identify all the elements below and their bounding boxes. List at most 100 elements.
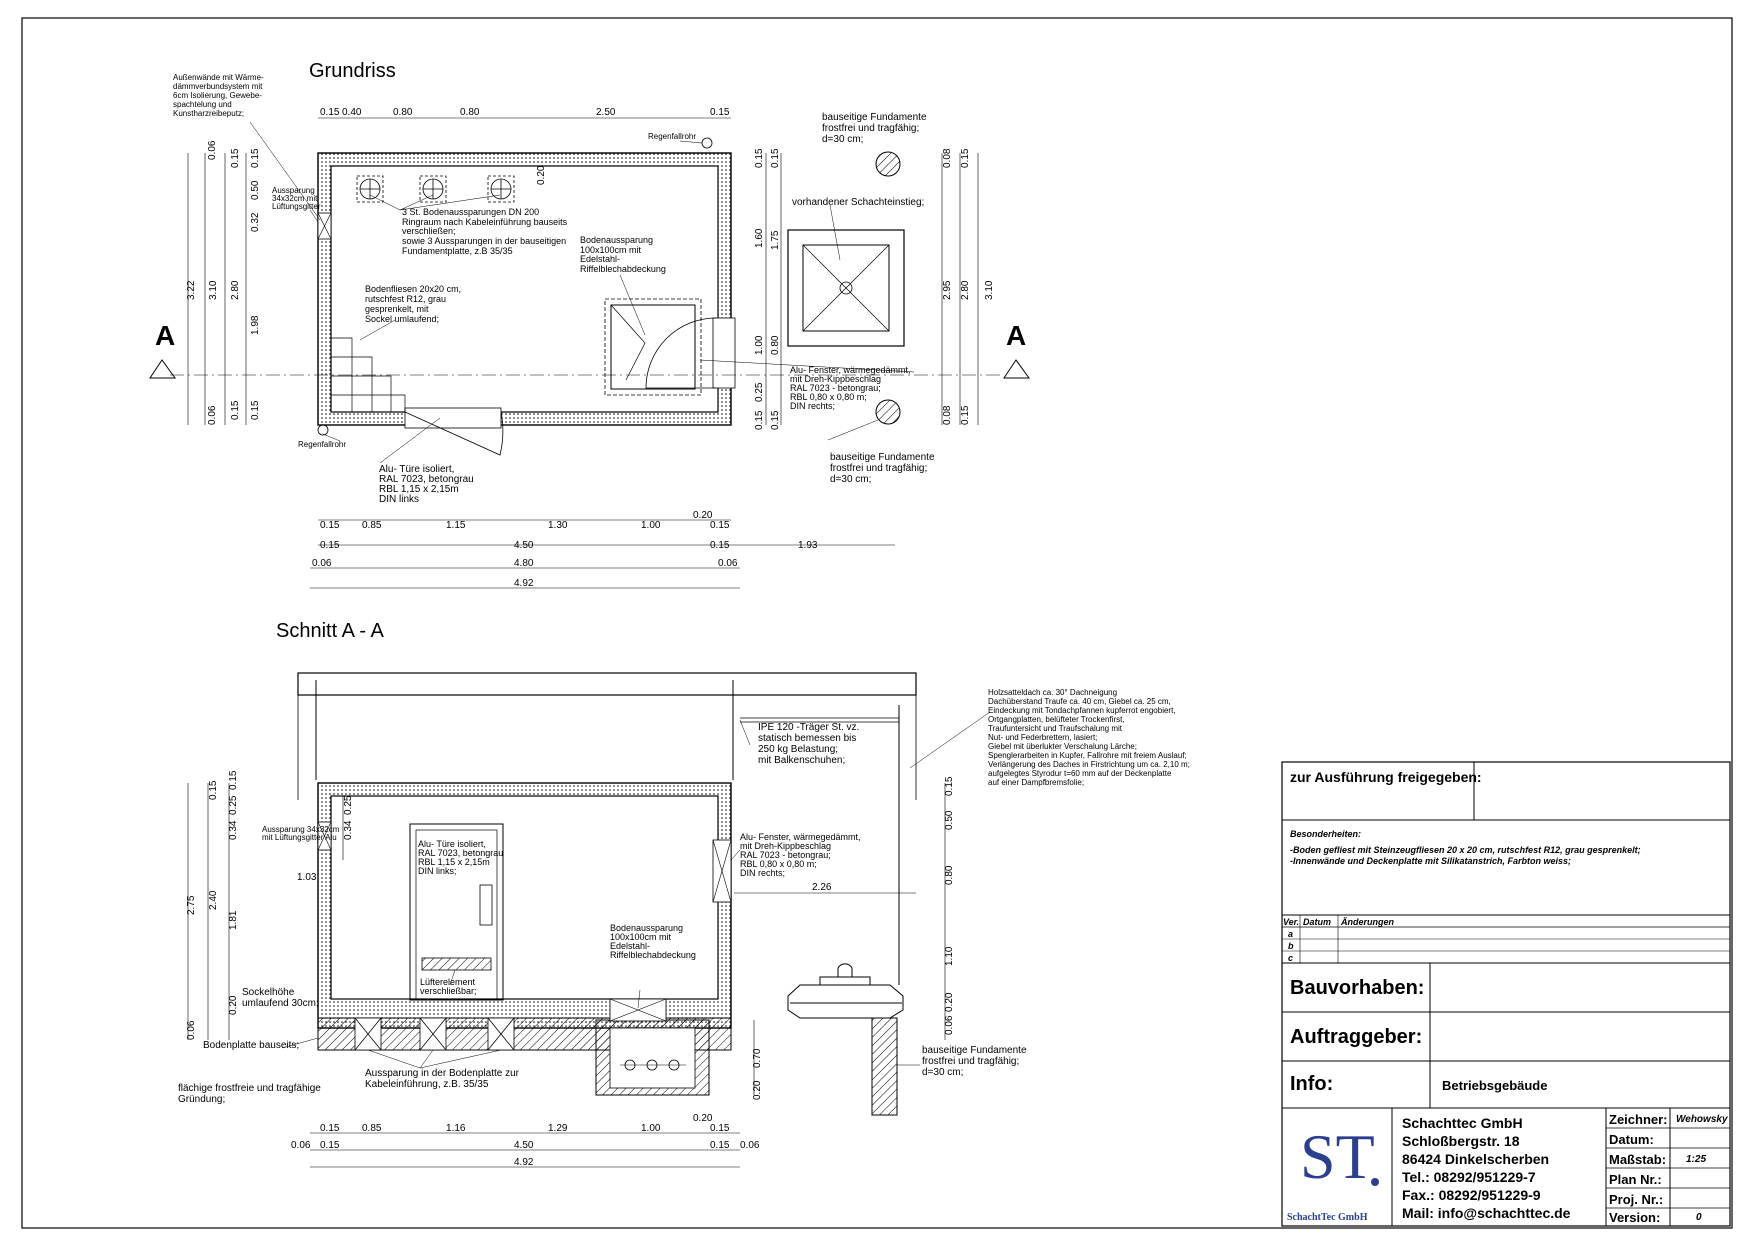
section-dim-l3-2: 0.25 bbox=[343, 795, 354, 815]
svg-text:frostfrei und tragfähig;: frostfrei und tragfähig; bbox=[830, 463, 927, 474]
svg-text:auf einer Dampfbremsfolie;: auf einer Dampfbremsfolie; bbox=[988, 778, 1084, 787]
section-dim-l2-2: 0.25 bbox=[228, 795, 239, 815]
section-marker-right: A bbox=[1006, 320, 1026, 351]
plan-dim-ri-1: 0.15 bbox=[754, 148, 765, 168]
section-dim-l1-1: 0.15 bbox=[228, 770, 239, 790]
plan-dim-ro2-1: 0.15 bbox=[960, 148, 971, 168]
section-note-door: Alu- Türe isoliert, RAL 7023, betongrau … bbox=[418, 839, 503, 876]
section-note-slab-openings: Aussparung in der Bodenplatte zur Kabele… bbox=[365, 1068, 520, 1090]
plan-inner-room bbox=[330, 165, 719, 413]
plan-dim-ro1-2: 2.95 bbox=[942, 280, 953, 300]
plan-note-floor-openings: 3 St. Bodenaussparungen DN 200 Ringraum … bbox=[402, 207, 568, 256]
sheet-border bbox=[21, 17, 1733, 1229]
svg-text:Verlängerung des Daches in Fir: Verlängerung des Daches in Firstrichtung… bbox=[988, 760, 1190, 769]
svg-text:gesprenkelt, mit: gesprenkelt, mit bbox=[365, 304, 429, 314]
svg-text:Kabeleinführung, z.B. 35/35: Kabeleinführung, z.B. 35/35 bbox=[365, 1079, 489, 1090]
plan-dim-top-5: 2.50 bbox=[596, 107, 616, 118]
plan-note-recess: Aussparung 34x32cm mit Lüftungsgitter bbox=[272, 186, 321, 211]
svg-text:Giebel mit überlukter Verschal: Giebel mit überlukter Verschalung Lärche… bbox=[988, 742, 1137, 751]
special-line-2: -Innenwände und Deckenplatte mit Silikat… bbox=[1290, 856, 1571, 866]
svg-text:Gründung;: Gründung; bbox=[178, 1094, 225, 1105]
info-label: Info: bbox=[1290, 1073, 1333, 1095]
svg-text:Dachüberstand Traufe ca. 40 cm: Dachüberstand Traufe ca. 40 cm, Giebel c… bbox=[988, 697, 1171, 706]
section-title: Schnitt A - A bbox=[276, 620, 385, 642]
svg-text:mit Dreh-Kippbeschlag: mit Dreh-Kippbeschlag bbox=[790, 374, 881, 384]
plan-dim-lw-5: 0.15 bbox=[250, 400, 261, 420]
svg-text:100x100cm mit: 100x100cm mit bbox=[610, 932, 672, 942]
plan-window-opening bbox=[712, 317, 736, 389]
plan-note-downpipe-top: Regenfallrohr bbox=[648, 132, 696, 141]
plan-dim-ro2-3: 0.15 bbox=[960, 405, 971, 425]
plan-dim-lw-4: 1.98 bbox=[250, 315, 261, 335]
plan-dim-b1-6: 0.20 bbox=[693, 510, 713, 521]
plan-dim-r2-1: 0.15 bbox=[770, 148, 781, 168]
svg-text:verschließen;: verschließen; bbox=[402, 226, 456, 236]
plan-dim-b2-1: 0.15 bbox=[320, 540, 340, 551]
section-dim-l2-5: 1.81 bbox=[228, 910, 239, 930]
section-note-ground: flächige frostfreie und tragfähige Gründ… bbox=[178, 1083, 321, 1105]
svg-text:RAL 7023 - betongrau;: RAL 7023 - betongrau; bbox=[740, 850, 831, 860]
special-heading: Besonderheiten: bbox=[1290, 829, 1361, 839]
svg-text:Nut- und Federbrettern, lasier: Nut- und Federbrettern, lasiert; bbox=[988, 733, 1097, 742]
plan-dim-li-3: 0.15 bbox=[230, 400, 241, 420]
plan-dim-top-6: 0.15 bbox=[710, 107, 730, 118]
plan-dim-b1-2: 0.85 bbox=[362, 520, 382, 531]
plan-dim-lw-1: 0.15 bbox=[250, 148, 261, 168]
plan-dim-b3-1: 0.06 bbox=[312, 558, 332, 569]
svg-text:Riffelblechabdeckung: Riffelblechabdeckung bbox=[580, 264, 666, 274]
svg-text:Aussparung 34x32cm: Aussparung 34x32cm bbox=[262, 825, 340, 834]
section-door-handle bbox=[479, 884, 493, 926]
section-roof bbox=[297, 672, 917, 696]
section-dim-r-2: 0.50 bbox=[944, 810, 955, 830]
svg-text:Bodenaussparung: Bodenaussparung bbox=[610, 923, 683, 933]
plan-dim-lm-1: 3.10 bbox=[208, 280, 219, 300]
section-dim-b1-6: 0.20 bbox=[693, 1113, 713, 1124]
svg-text:250 kg Belastung;: 250 kg Belastung; bbox=[758, 744, 838, 755]
plan-dim-b4-1: 4.92 bbox=[514, 578, 534, 589]
section-dim-l1-2: 2.75 bbox=[186, 895, 197, 915]
logo-dot-icon bbox=[1371, 1178, 1379, 1186]
svg-text:DIN rechts;: DIN rechts; bbox=[740, 868, 785, 878]
svg-text:aufgelegtes Styrodur t=60 mm a: aufgelegtes Styrodur t=60 mm auf der Dec… bbox=[988, 769, 1172, 778]
svg-text:spachtelung und: spachtelung und bbox=[173, 100, 232, 109]
section-dim-r-4: 1.10 bbox=[944, 946, 955, 966]
svg-text:34x32cm mit: 34x32cm mit bbox=[272, 194, 318, 203]
svg-text:Edelstahl-: Edelstahl- bbox=[580, 254, 620, 264]
plan-dim-b2-3: 0.15 bbox=[710, 540, 730, 551]
section-dim-distance: 2.26 bbox=[812, 882, 832, 893]
info-value: Betriebsgebäude bbox=[1442, 1078, 1547, 1093]
section-note-foundation: bauseitige Fundamente frostfrei und trag… bbox=[922, 1045, 1027, 1078]
svg-text:Spenglerarbeiten in Kupfer, Fa: Spenglerarbeiten in Kupfer, Fallrohre mi… bbox=[988, 751, 1187, 760]
release-label: zur Ausführung freigegeben: bbox=[1290, 769, 1482, 785]
special-line-1: -Boden gefliest mit Steinzeugfliesen 20 … bbox=[1290, 845, 1641, 855]
svg-text:Aussparung in der Bodenplatte: Aussparung in der Bodenplatte zur bbox=[365, 1068, 520, 1079]
svg-text:frostfrei und tragfähig;: frostfrei und tragfähig; bbox=[922, 1056, 1019, 1067]
plan-door-swing bbox=[404, 411, 504, 456]
section-dim-b1-3: 1.16 bbox=[446, 1123, 466, 1134]
svg-text:DIN links;: DIN links; bbox=[418, 866, 457, 876]
field-drawer-label: Zeichner: bbox=[1609, 1112, 1668, 1127]
section-dim-b1-5: 1.00 bbox=[641, 1123, 661, 1134]
svg-text:Eindeckung mit Tondachpfannen: Eindeckung mit Tondachpfannen kupferrot … bbox=[988, 706, 1176, 715]
svg-text:Mail: info@schachttec.de: Mail: info@schachttec.de bbox=[1402, 1205, 1571, 1221]
svg-text:Holzsatteldach ca. 30° Dachnei: Holzsatteldach ca. 30° Dachneigung bbox=[988, 688, 1117, 697]
plan-dim-ri-2: 1.60 bbox=[754, 228, 765, 248]
svg-text:bauseitige Fundamente: bauseitige Fundamente bbox=[922, 1045, 1027, 1056]
svg-text:Ortgangplatten, belüfteter Tro: Ortgangplatten, belüfteter Trockenfirst, bbox=[988, 715, 1125, 724]
svg-text:Fundamentplatte, z.B 35/35: Fundamentplatte, z.B 35/35 bbox=[402, 246, 513, 256]
svg-text:d=30 cm;: d=30 cm; bbox=[830, 474, 871, 485]
section-slab-openings bbox=[354, 1017, 515, 1051]
svg-text:86424 Dinkelscherben: 86424 Dinkelscherben bbox=[1402, 1151, 1549, 1167]
section-note-beam: IPE 120 -Träger St. vz. statisch bemesse… bbox=[758, 722, 859, 766]
field-date-label: Datum: bbox=[1609, 1132, 1654, 1147]
plan-note-shaft: vorhandener Schachteinstieg; bbox=[792, 197, 924, 208]
section-dim-l3-1: 0.34 bbox=[343, 820, 354, 840]
svg-text:Kunstharzreibeputz;: Kunstharzreibeputz; bbox=[173, 109, 244, 118]
rev-header-ver: Ver. bbox=[1283, 917, 1299, 927]
section-dim-l2-4: 2.40 bbox=[208, 890, 219, 910]
plan-note-foundation-top: bauseitige Fundamente frostfrei und trag… bbox=[822, 112, 927, 145]
svg-text:Außenwände mit Wärme-: Außenwände mit Wärme- bbox=[173, 73, 264, 82]
section-vent-element bbox=[421, 957, 492, 971]
svg-text:IPE 120 -Träger St. vz.: IPE 120 -Träger St. vz. bbox=[758, 722, 859, 733]
svg-text:Traufuntersicht und Traufschal: Traufuntersicht und Traufschalung mit bbox=[988, 724, 1123, 733]
